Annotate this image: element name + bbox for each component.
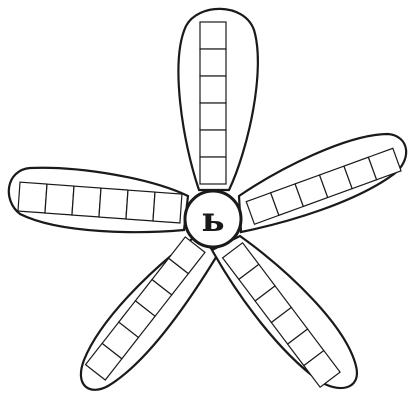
answer-cell[interactable]: [99, 188, 128, 219]
answer-cell[interactable]: [126, 190, 155, 221]
answer-cell[interactable]: [153, 192, 182, 223]
petal-right: [239, 134, 406, 232]
answer-cell[interactable]: [72, 186, 101, 217]
answer-cell[interactable]: [45, 184, 74, 215]
petal-top-cells: [200, 22, 226, 184]
answer-cell[interactable]: [200, 103, 226, 130]
petal-bottom-left-cells: [86, 237, 205, 380]
answer-cell[interactable]: [200, 130, 226, 157]
flower-center: ь: [185, 191, 241, 247]
answer-cell[interactable]: [200, 22, 226, 49]
center-letter: ь: [201, 200, 224, 240]
answer-cell[interactable]: [200, 76, 226, 103]
answer-cell[interactable]: [18, 182, 47, 213]
petal-bottom-right: [212, 236, 357, 388]
answer-cell[interactable]: [200, 49, 226, 76]
answer-cell[interactable]: [200, 157, 226, 184]
petal-left: [9, 168, 188, 232]
petal-top: [178, 9, 257, 190]
petal-bottom-left: [81, 236, 218, 390]
